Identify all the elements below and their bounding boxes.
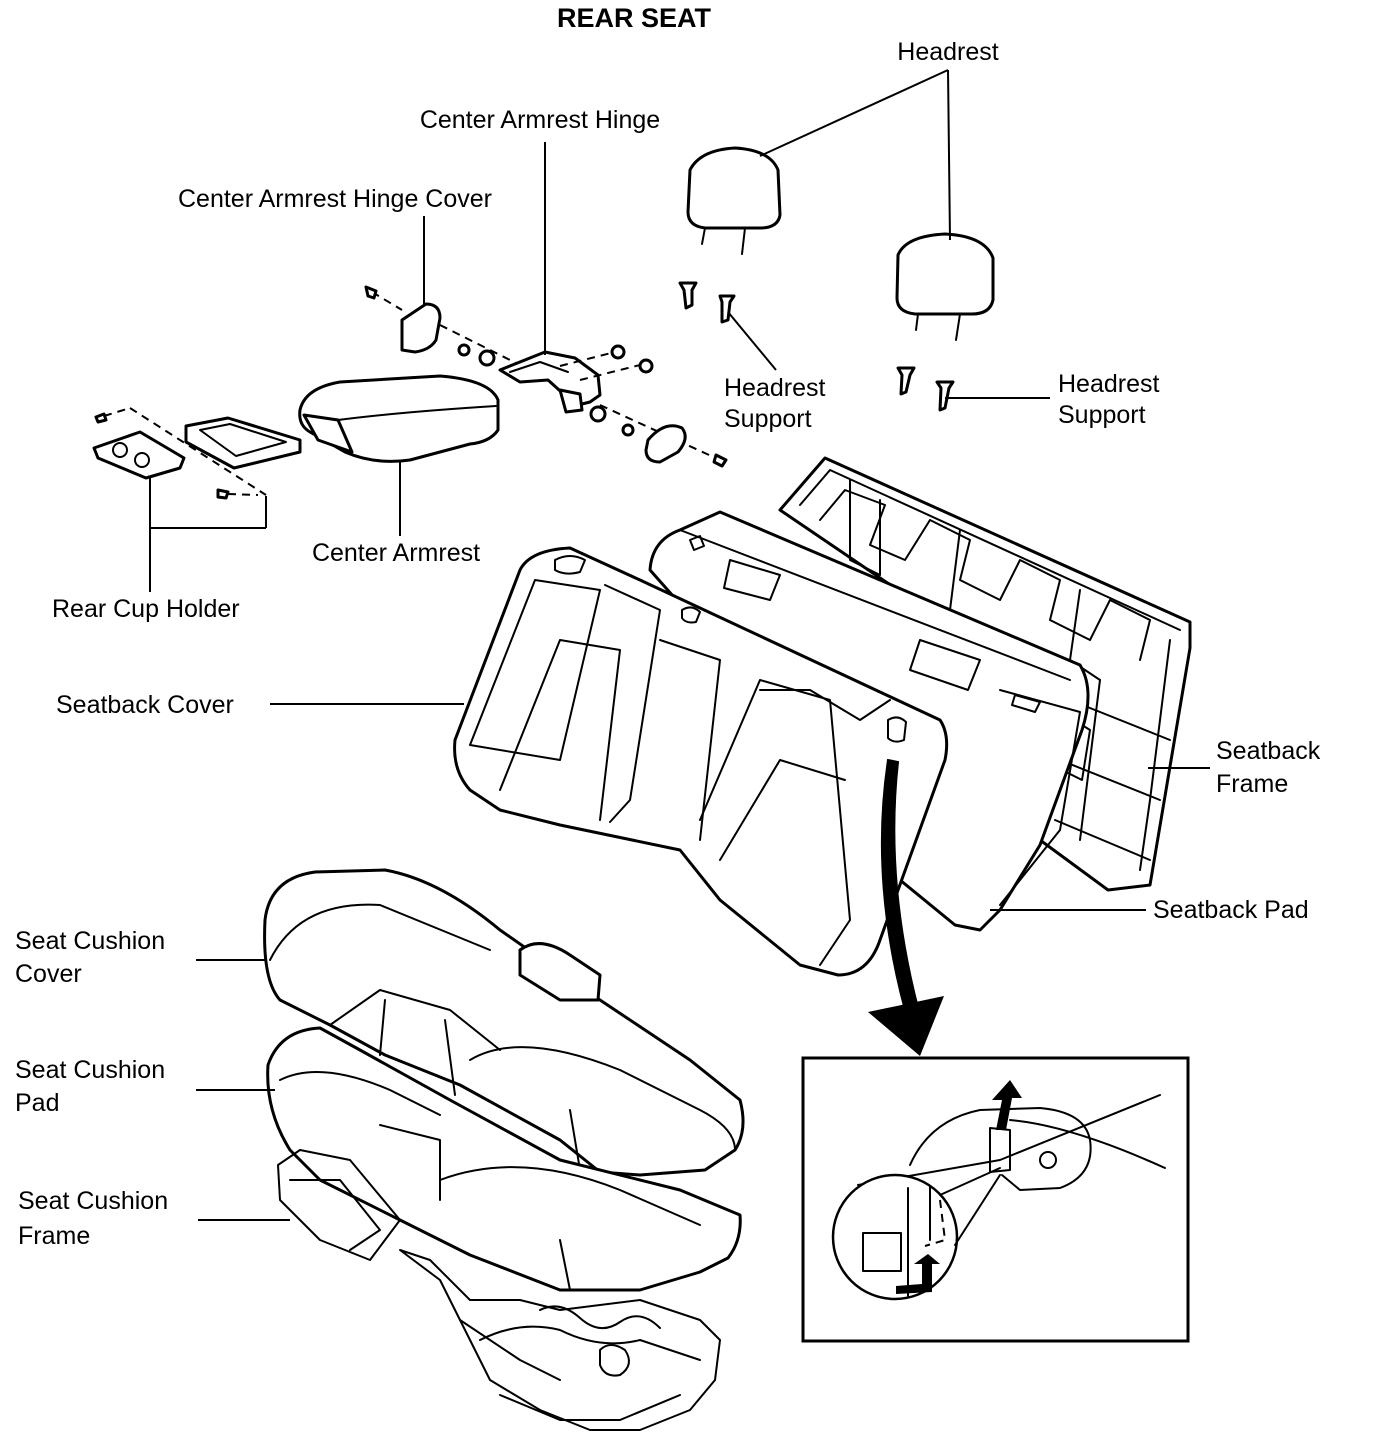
label-headrest-support-left-line1: Headrest bbox=[724, 374, 825, 402]
label-seat-cushion-cover-line2: Cover bbox=[15, 960, 82, 988]
leader-lines bbox=[149, 69, 1210, 1221]
seatback-cover-part bbox=[453, 546, 949, 977]
label-headrest-support-right-line2: Support bbox=[1058, 401, 1146, 429]
center-armrest-part bbox=[298, 374, 500, 463]
label-seatback-pad: Seatback Pad bbox=[1153, 896, 1309, 924]
label-rear-cup-holder: Rear Cup Holder bbox=[52, 595, 240, 623]
headrest-left bbox=[686, 146, 782, 255]
label-seatback-cover: Seatback Cover bbox=[56, 691, 234, 719]
center-armrest-hinge-part bbox=[498, 344, 721, 461]
label-center-armrest-hinge-cover: Center Armrest Hinge Cover bbox=[178, 185, 492, 213]
detail-inset bbox=[801, 1056, 1190, 1343]
label-seatback-frame-line2: Frame bbox=[1216, 770, 1288, 798]
headrest-support-right-parts bbox=[896, 366, 955, 412]
label-center-armrest-hinge: Center Armrest Hinge bbox=[420, 106, 660, 134]
center-armrest-hinge-cover-part bbox=[364, 285, 521, 367]
rear-cup-holder-part bbox=[92, 407, 302, 500]
label-headrest-support-left-line2: Support bbox=[724, 405, 812, 433]
label-seat-cushion-cover-line1: Seat Cushion bbox=[15, 927, 165, 955]
seat-cushion-frame-part bbox=[277, 1149, 721, 1431]
seat-cushion-cover-part bbox=[263, 868, 745, 1177]
hinge-cover-right-part bbox=[644, 424, 728, 468]
label-seat-cushion-frame-line1: Seat Cushion bbox=[18, 1187, 168, 1215]
label-center-armrest: Center Armrest bbox=[312, 539, 480, 567]
headrest-right bbox=[895, 232, 995, 341]
label-seat-cushion-pad-line2: Pad bbox=[15, 1089, 59, 1117]
label-headrest-support-right-line1: Headrest bbox=[1058, 370, 1159, 398]
label-headrest: Headrest bbox=[897, 38, 998, 66]
seat-cushion-pad-part bbox=[266, 1026, 742, 1292]
label-seatback-frame-line1: Seatback bbox=[1216, 737, 1321, 765]
diagram-title: REAR SEAT bbox=[557, 3, 712, 33]
detail-arrow bbox=[868, 758, 944, 1056]
label-seat-cushion-pad-line1: Seat Cushion bbox=[15, 1056, 165, 1084]
headrest-support-left-parts bbox=[678, 281, 736, 324]
label-seat-cushion-frame-line2: Frame bbox=[18, 1222, 90, 1250]
